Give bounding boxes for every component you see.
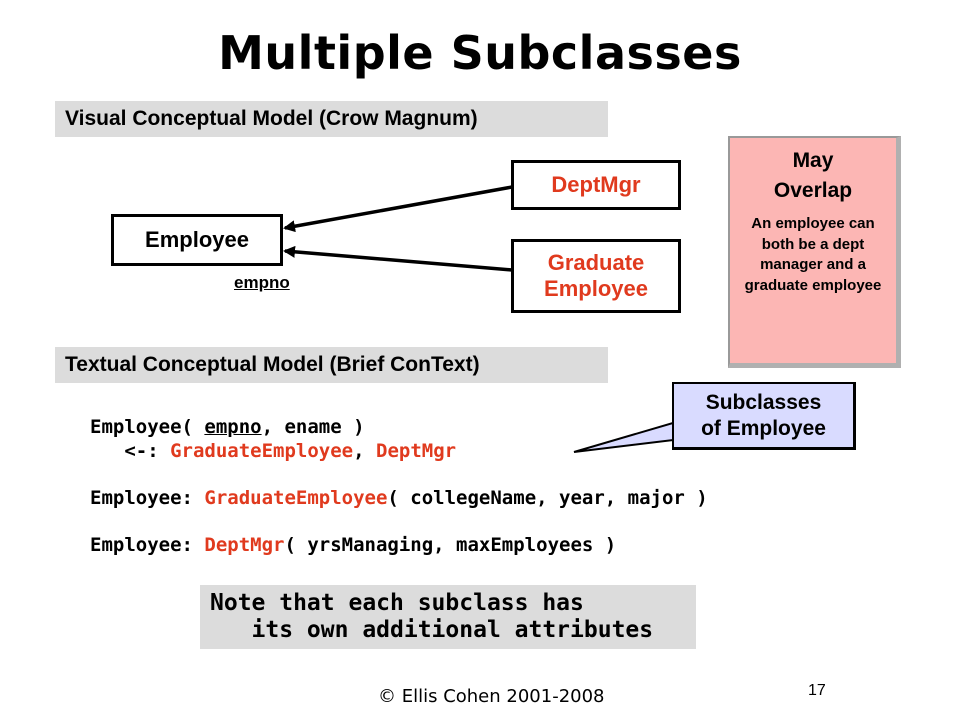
- code-text: Employee:: [90, 487, 205, 509]
- subclasses-callout: Subclasses of Employee: [672, 382, 856, 450]
- code-text: , ename ): [261, 416, 365, 438]
- code-subclass: GraduateEmployee: [204, 487, 388, 509]
- code-text: Employee(: [90, 416, 205, 438]
- code-subclass: DeptMgr: [204, 534, 285, 556]
- code-key: empno: [204, 416, 262, 438]
- deptmgr-entity-label: DeptMgr: [551, 172, 641, 197]
- deptmgr-entity: DeptMgr: [511, 160, 681, 210]
- code-text: ( yrsManaging, maxEmployees ): [284, 534, 617, 556]
- code-subclass: DeptMgr: [376, 440, 457, 462]
- overlap-note: May Overlap An employee can both be a de…: [728, 136, 901, 368]
- code-line-deptmgr-def: Employee: DeptMgr( yrsManaging, maxEmplo…: [90, 534, 616, 556]
- page-number: 17: [808, 682, 826, 699]
- graduate-connector: [283, 245, 513, 272]
- code-text: ,: [353, 440, 376, 462]
- textual-model-header: Textual Conceptual Model (Brief ConText): [55, 347, 608, 383]
- employee-key-attribute: empno: [234, 273, 290, 292]
- overlap-note-body: An employee can both be a dept manager a…: [744, 215, 882, 294]
- code-text: <-:: [90, 440, 171, 462]
- code-text: ( collegeName, year, major ): [387, 487, 708, 509]
- graduate-employee-entity: Graduate Employee: [511, 239, 681, 313]
- code-line-employee-def: Employee( empno, ename ): [90, 416, 365, 438]
- attributes-note: Note that each subclass has its own addi…: [200, 585, 696, 649]
- slide-title: Multiple Subclasses: [218, 26, 742, 80]
- deptmgr-connector: [283, 185, 513, 233]
- overlap-note-title: May Overlap: [773, 149, 853, 202]
- code-subclass: GraduateEmployee: [170, 440, 354, 462]
- employee-entity-label: Employee: [145, 227, 249, 252]
- copyright: © Ellis Cohen 2001-2008: [378, 686, 605, 707]
- employee-entity: Employee: [111, 214, 283, 266]
- code-text: Employee:: [90, 534, 205, 556]
- code-line-subclass-list: <-: GraduateEmployee, DeptMgr: [90, 440, 456, 462]
- code-line-graduate-def: Employee: GraduateEmployee( collegeName,…: [90, 487, 708, 509]
- graduate-employee-entity-label: Graduate Employee: [544, 250, 648, 301]
- visual-model-header: Visual Conceptual Model (Crow Magnum): [55, 101, 608, 137]
